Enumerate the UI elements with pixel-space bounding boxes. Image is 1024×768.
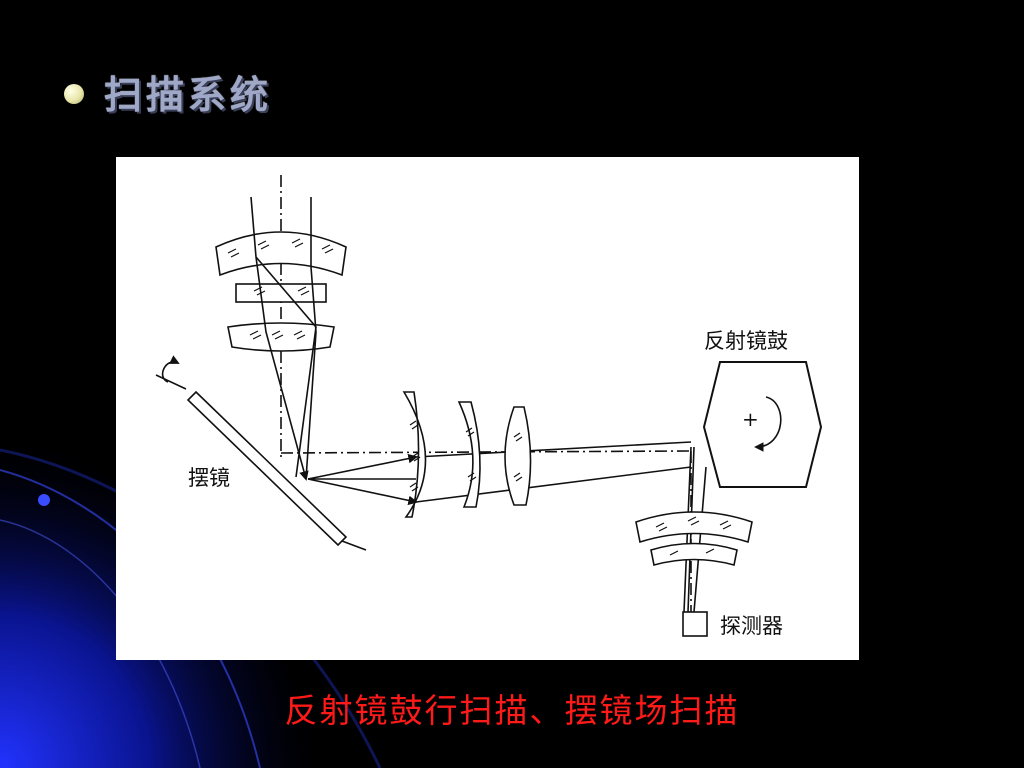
- drum-rotation-arrow-icon: [754, 396, 782, 452]
- middle-lens-1: [402, 391, 427, 518]
- bullet-icon: [64, 84, 84, 104]
- mirror-drum: [702, 361, 823, 488]
- middle-lens-3: [504, 406, 532, 506]
- lower-lens-1: [635, 511, 753, 544]
- top-lens-3: [227, 322, 335, 352]
- lower-lens-2: [650, 542, 738, 566]
- top-lens-1: [215, 231, 347, 277]
- scanning-system-diagram: 反射镜鼓 摆镜 探测器 +: [116, 157, 859, 660]
- swing-mirror: [186, 390, 348, 547]
- horizontal-optical-axis: [280, 450, 692, 454]
- slide-title: 扫描系统: [104, 73, 273, 117]
- detector-box: [682, 611, 708, 637]
- rotation-arrow-icon: [161, 355, 180, 383]
- drum-label: 反射镜鼓: [704, 329, 788, 353]
- swing-mirror-label: 摆镜: [188, 466, 230, 490]
- detector-label: 探测器: [720, 614, 783, 638]
- middle-lens-2: [457, 401, 481, 508]
- optical-layout: [155, 175, 823, 637]
- slide-caption: 反射镜鼓行扫描、摆镜场扫描: [284, 691, 740, 730]
- drum-plus-sign: +: [742, 407, 759, 431]
